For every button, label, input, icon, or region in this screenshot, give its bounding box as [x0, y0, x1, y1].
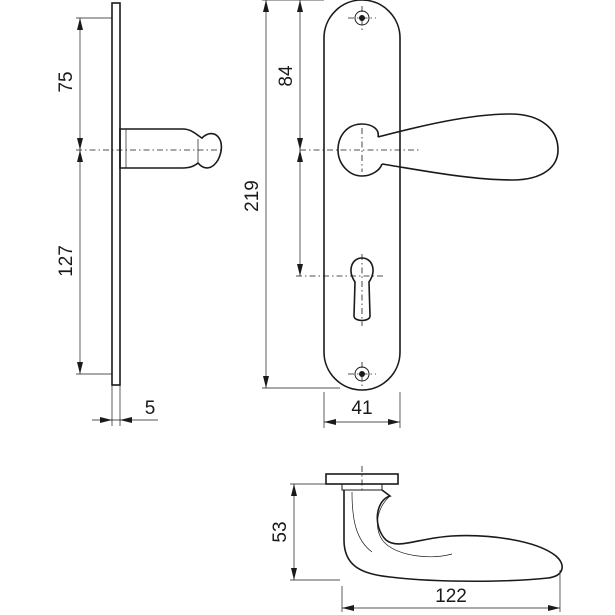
dim-top-height: 53: [270, 521, 291, 542]
dim-total-height: 219: [242, 180, 263, 212]
dim-handle-to-top: 84: [276, 65, 297, 87]
dim-side-upper: 75: [56, 71, 77, 92]
front-view: 84 219 41: [242, 0, 559, 428]
top-view: 53 122: [270, 466, 563, 612]
dim-plate-width: 41: [351, 398, 372, 419]
top-lever-profile: [343, 489, 563, 583]
side-plate: [111, 2, 121, 386]
keyhole-icon: [296, 254, 384, 326]
front-plate: [323, 0, 401, 391]
dim-side-lower: 127: [56, 245, 77, 277]
side-handle-profile: [119, 128, 223, 169]
dim-top-length: 122: [435, 586, 467, 607]
front-lever-handle: [300, 113, 559, 181]
bottom-screw-icon: [348, 362, 376, 386]
side-view: 75 127 5: [56, 2, 223, 426]
top-screw-icon: [348, 6, 376, 30]
dim-plate-thickness: 5: [145, 398, 156, 419]
